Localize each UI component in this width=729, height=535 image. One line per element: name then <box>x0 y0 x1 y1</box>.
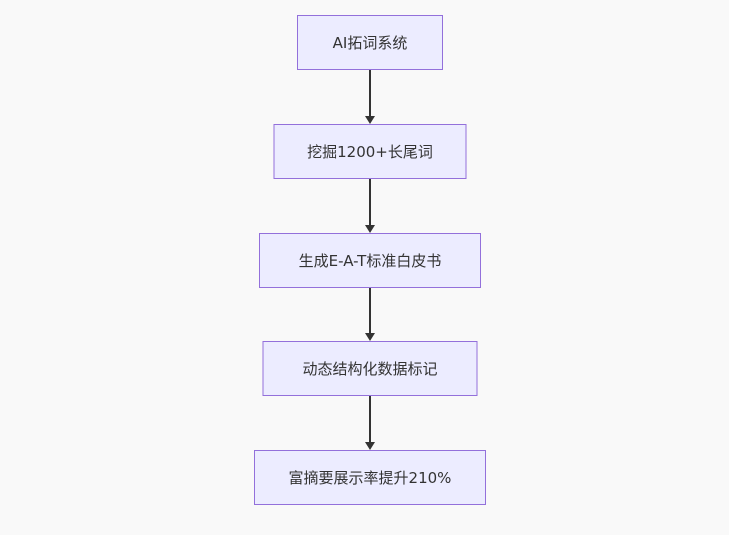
flow-edge-1 <box>365 70 375 124</box>
edge-line <box>369 70 371 116</box>
flow-edge-2 <box>365 179 375 233</box>
node-label: 挖掘1200+长尾词 <box>307 143 433 161</box>
arrowhead-down-icon <box>365 442 375 450</box>
arrowhead-down-icon <box>365 225 375 233</box>
arrowhead-down-icon <box>365 333 375 341</box>
node-label: 动态结构化数据标记 <box>302 360 438 378</box>
edge-line <box>369 179 371 225</box>
edge-line <box>369 288 371 333</box>
flow-node-ai-word-system: AI拓词系统 <box>297 15 443 70</box>
node-label: 富摘要展示率提升210% <box>288 469 452 487</box>
flow-node-structured-data: 动态结构化数据标记 <box>262 341 478 396</box>
flow-node-eat-whitepaper: 生成E-A-T标准白皮书 <box>259 233 481 288</box>
edge-line <box>369 396 371 442</box>
arrowhead-down-icon <box>365 116 375 124</box>
flow-edge-3 <box>365 288 375 341</box>
node-label: 生成E-A-T标准白皮书 <box>298 252 442 270</box>
node-label: AI拓词系统 <box>332 34 408 52</box>
flow-node-rich-snippet-result: 富摘要展示率提升210% <box>254 450 486 505</box>
flow-node-longtail-keywords: 挖掘1200+长尾词 <box>273 124 467 179</box>
flow-edge-4 <box>365 396 375 450</box>
